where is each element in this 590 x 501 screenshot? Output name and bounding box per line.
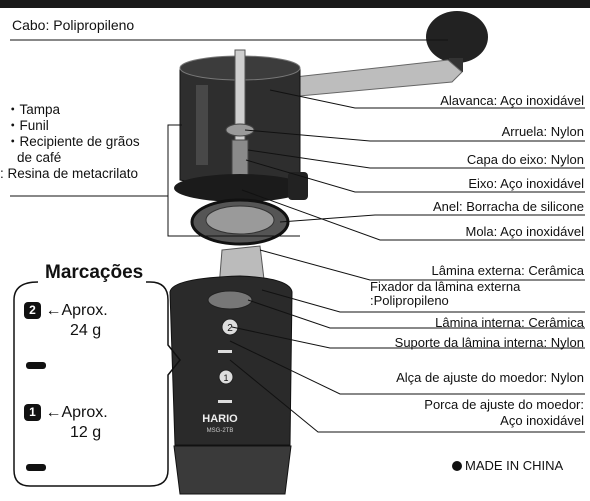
mark-2-amount: 24 g xyxy=(70,322,102,339)
label-fixador-2: :Polipropileno xyxy=(370,293,449,308)
label-eixo: Eixo: Aço inoxidável xyxy=(468,176,584,191)
materials-item-tampa: ・Tampa xyxy=(6,102,61,117)
dash-mark-top xyxy=(218,350,232,353)
mark-2-row: 2 ←Aprox. xyxy=(24,302,108,320)
collar xyxy=(174,174,306,202)
label-alavanca: Alavanca: Aço inoxidável xyxy=(440,93,584,108)
label-capa: Capa do eixo: Nylon xyxy=(466,152,584,167)
dial-1-text: 1 xyxy=(223,373,228,383)
markings-title: Marcações xyxy=(42,262,147,284)
hopper-highlight xyxy=(196,85,208,165)
label-mola: Mola: Aço inoxidável xyxy=(465,224,584,239)
label-anel: Anel: Borracha de silicone xyxy=(432,199,584,214)
bullet-dot-icon xyxy=(452,461,462,471)
label-lamina-interna: Lâmina interna: Cerâmica xyxy=(435,315,584,330)
mark-1-badge: 1 xyxy=(24,404,41,422)
label-fixador-1: Fixador da lâmina externa xyxy=(370,279,521,294)
dash-mark-bottom xyxy=(218,400,232,403)
bottom-container xyxy=(173,445,292,495)
model-text: MSG-2TB xyxy=(207,428,234,434)
washer xyxy=(225,123,255,137)
label-alca: Alça de ajuste do moedor: Nylon xyxy=(396,370,584,385)
label-porca-2: Aço inoxidável xyxy=(500,413,584,428)
label-arruela: Arruela: Nylon xyxy=(501,124,584,139)
brand-text: HARIO xyxy=(202,413,238,425)
handle-label: Cabo: Polipropileno xyxy=(12,17,135,33)
materials-item-funil: ・Funil xyxy=(6,118,49,133)
made-in-text: MADE IN CHINA xyxy=(465,458,564,473)
leader-lines xyxy=(10,39,585,487)
dial-2 xyxy=(221,318,239,336)
made-in-label: MADE IN CHINA xyxy=(452,458,563,473)
materials-item-cafe: de café xyxy=(17,150,62,165)
dial-1 xyxy=(218,369,234,385)
top-bar xyxy=(0,0,590,8)
mark-dash-1 xyxy=(26,362,46,369)
mark-2-badge: 2 xyxy=(24,302,41,320)
inner-burr-holder xyxy=(207,290,253,310)
mark-1-amount: 12 g xyxy=(70,424,102,441)
materials-item-recipiente: ・Recipiente de grãos xyxy=(6,134,140,149)
handle-knob xyxy=(426,11,488,63)
mark-1-text: ←Aprox. xyxy=(45,404,108,421)
mark-dash-2 xyxy=(26,464,46,471)
markings-callout: Marcações 2 ←Aprox. 24 g 1 ←Aprox. 12 g xyxy=(12,262,172,490)
materials-item-resina: : Resina de metacrilato xyxy=(0,166,139,181)
mark-2-text: ←Aprox. xyxy=(45,302,108,319)
silicone-ring-inner xyxy=(205,205,275,235)
dial-2-text: 2 xyxy=(227,323,233,334)
materials-list: ・Tampa ・Funil ・Recipiente de grãos de ca… xyxy=(0,102,140,182)
label-porca-1: Porca de ajuste do moedor: xyxy=(424,397,584,412)
mark-1-row: 1 ←Aprox. xyxy=(24,404,108,422)
label-lamina-externa: Lâmina externa: Cerâmica xyxy=(431,263,584,278)
label-suporte: Suporte da lâmina interna: Nylon xyxy=(394,335,584,350)
collar-tab xyxy=(288,172,308,200)
